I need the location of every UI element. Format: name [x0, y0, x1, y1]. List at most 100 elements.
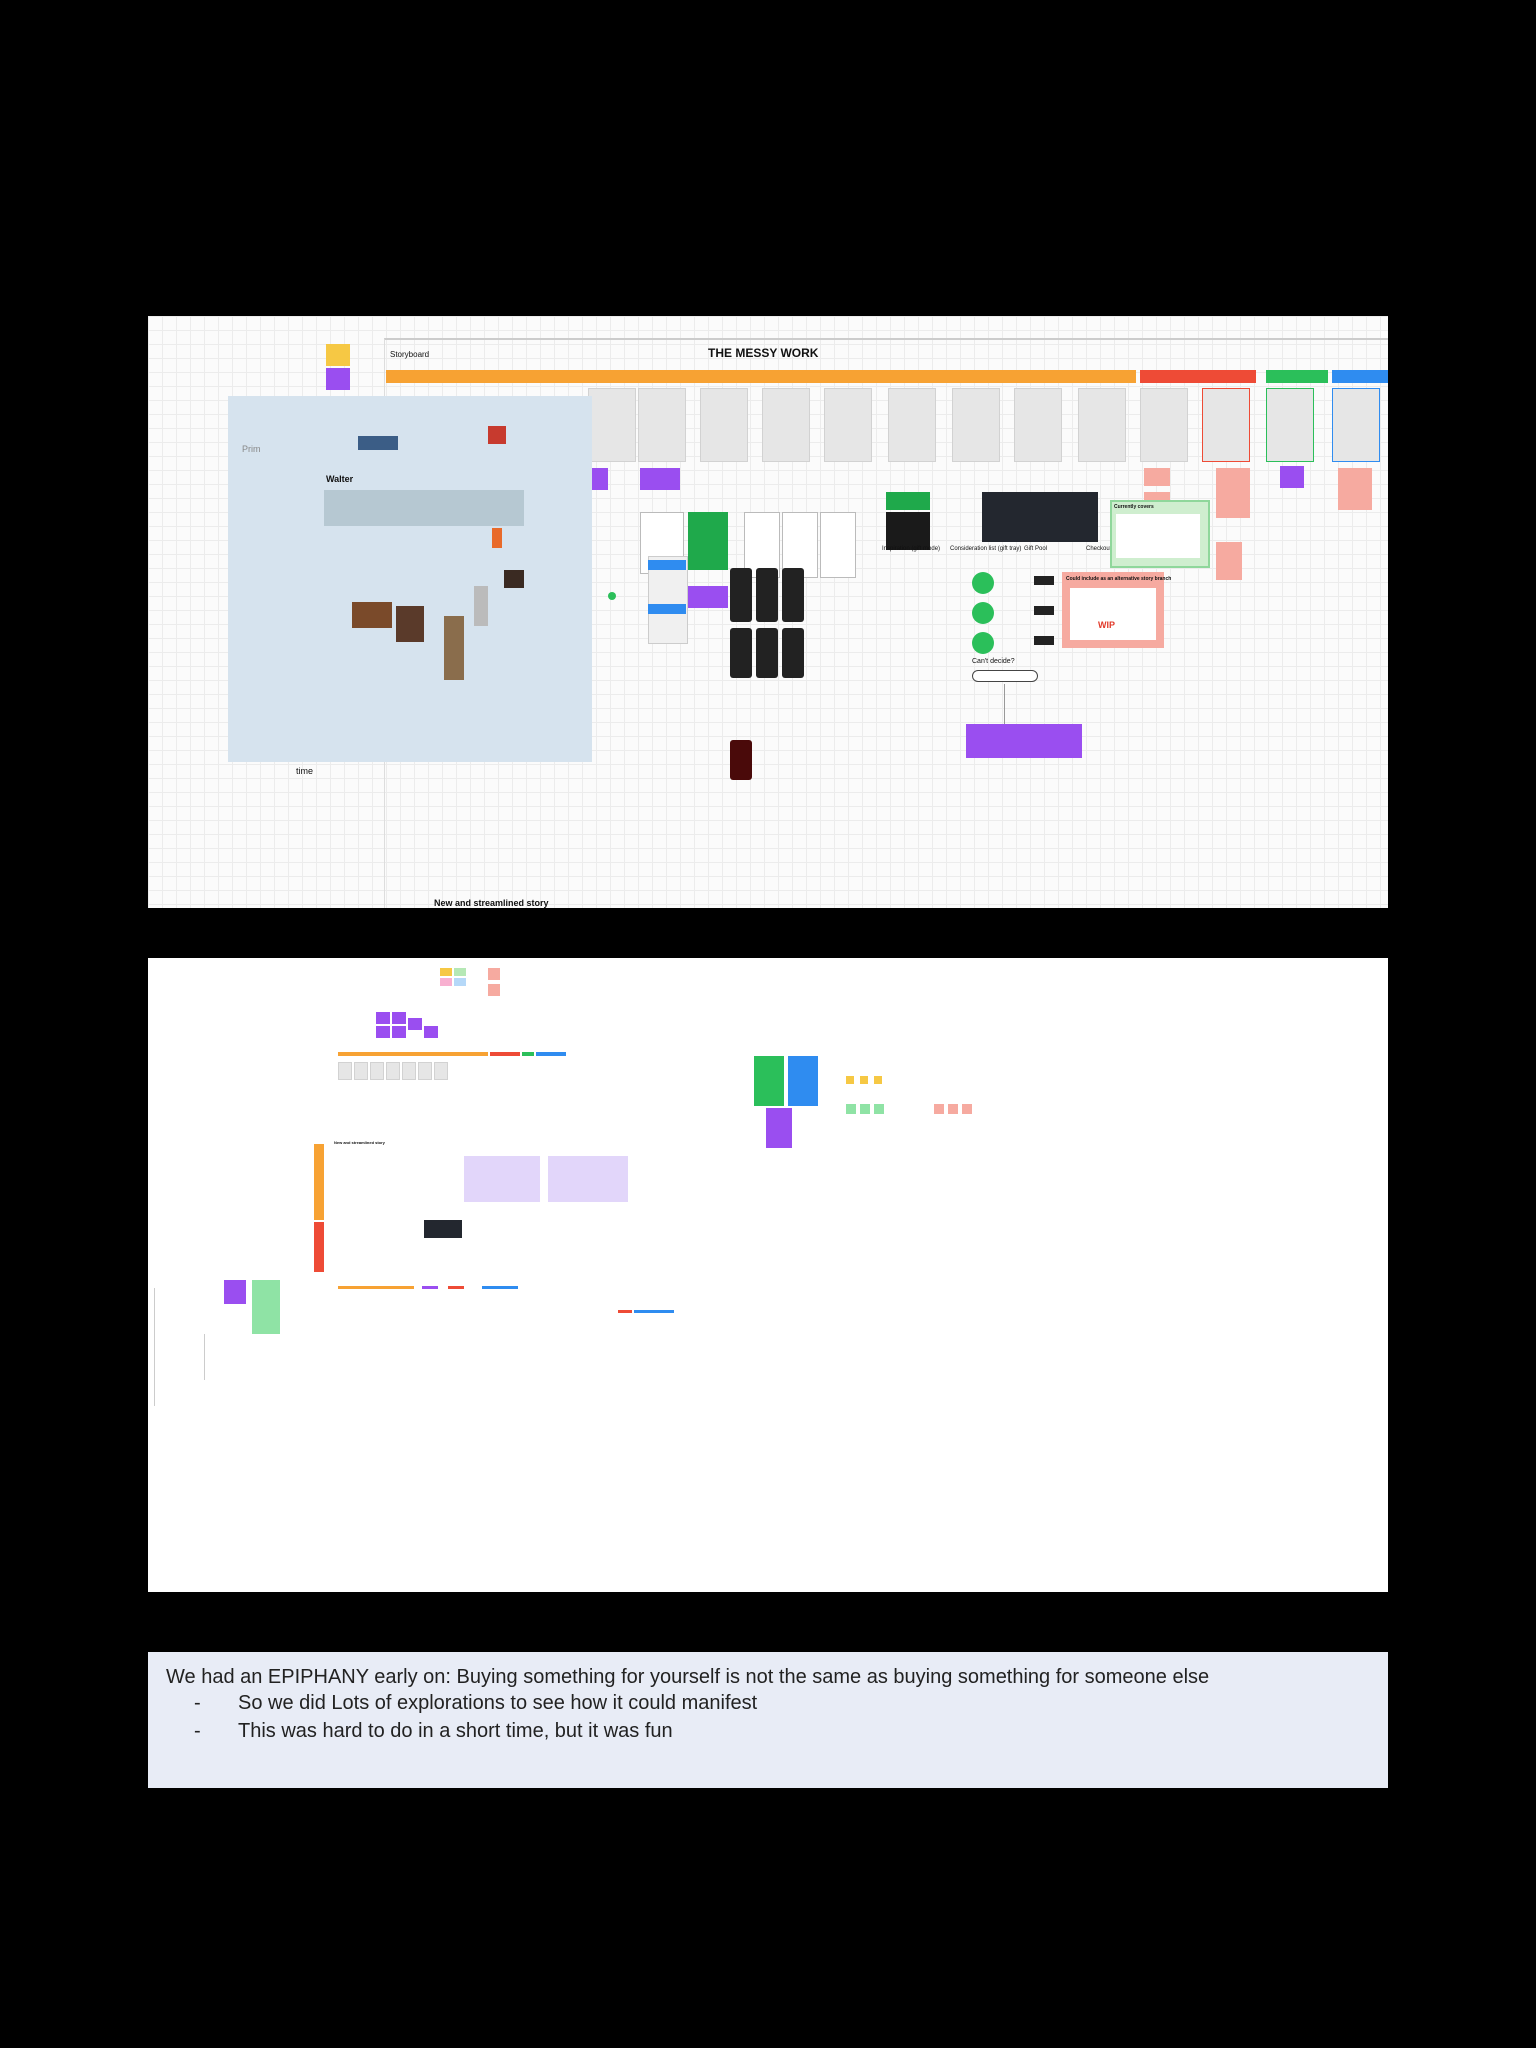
sticky-note[interactable]	[1216, 468, 1250, 518]
sticky-note[interactable]	[1144, 468, 1170, 486]
sticky-note[interactable]	[1338, 468, 1372, 510]
strip[interactable]	[314, 1222, 324, 1272]
photo-thumb[interactable]	[474, 586, 488, 626]
sticky-note[interactable]	[860, 1104, 870, 1114]
sticky-note[interactable]	[392, 1026, 406, 1038]
story-frame[interactable]	[1078, 388, 1126, 462]
walter-strip[interactable]	[324, 490, 524, 526]
mockup-card[interactable]	[744, 512, 780, 578]
sticky-note[interactable]	[376, 1012, 390, 1024]
sticky-note[interactable]	[874, 1104, 884, 1114]
story-frame[interactable]	[824, 388, 872, 462]
phase-bar-red[interactable]	[618, 1310, 632, 1313]
photo-thumb[interactable]	[396, 606, 424, 642]
phase-bar-orange[interactable]	[338, 1052, 488, 1056]
sticky-note[interactable]	[392, 1012, 406, 1024]
sticky-note[interactable]	[874, 1076, 882, 1084]
whiteboard-bottom[interactable]: New and streamlined story	[148, 958, 1388, 1592]
sticky-note[interactable]	[846, 1104, 856, 1114]
phase-bar-blue[interactable]	[482, 1286, 518, 1289]
story-frame[interactable]	[700, 388, 748, 462]
sticky-note[interactable]	[1280, 466, 1304, 488]
sticky-note[interactable]	[934, 1104, 944, 1114]
sticky-note[interactable]	[948, 1104, 958, 1114]
phase-bar-blue[interactable]	[634, 1310, 674, 1313]
sticky-note[interactable]	[440, 968, 452, 976]
list-block[interactable]	[788, 1056, 818, 1106]
sticky-note[interactable]	[488, 968, 500, 980]
sticky-note[interactable]	[962, 1104, 972, 1114]
phase-bar-blue[interactable]	[1332, 370, 1388, 383]
mockup-card[interactable]	[648, 556, 688, 644]
list-block[interactable]	[766, 1108, 792, 1148]
phase-bar-purple[interactable]	[422, 1286, 438, 1289]
mockup-card[interactable]	[648, 604, 686, 614]
story-frame[interactable]	[402, 1062, 416, 1080]
phone-screen[interactable]	[730, 628, 752, 678]
photo-thumb[interactable]	[352, 602, 392, 628]
story-frame[interactable]	[386, 1062, 400, 1080]
sticky-note[interactable]	[846, 1076, 854, 1084]
photo-thumb[interactable]	[488, 426, 506, 444]
phase-bar-red[interactable]	[1140, 370, 1256, 383]
buy-now-button[interactable]	[1034, 576, 1054, 585]
photo-thumb[interactable]	[358, 436, 398, 450]
phase-bar-blue[interactable]	[536, 1052, 566, 1056]
sticky-note[interactable]	[688, 586, 728, 608]
story-frame[interactable]	[952, 388, 1000, 462]
phone-screen[interactable]	[782, 628, 804, 678]
phone-screen[interactable]	[756, 568, 778, 622]
sticky-note[interactable]	[592, 468, 608, 490]
sticky-note[interactable]	[440, 978, 452, 986]
mockup-card[interactable]	[648, 560, 686, 570]
screenshots-overlay[interactable]	[228, 396, 592, 762]
sticky-note[interactable]	[640, 468, 680, 490]
sticky-note[interactable]	[376, 1026, 390, 1038]
phase-bar-green[interactable]	[522, 1052, 534, 1056]
buy-now-button[interactable]	[1034, 606, 1054, 615]
phone-screen[interactable]	[730, 568, 752, 622]
story-frame[interactable]	[762, 388, 810, 462]
mockup-card[interactable]	[782, 512, 818, 578]
story-frame[interactable]	[1266, 388, 1314, 462]
sticky-note[interactable]	[424, 1026, 438, 1038]
sticky-note[interactable]	[326, 344, 350, 366]
phase-bar-orange[interactable]	[386, 370, 1136, 383]
sticky-note[interactable]	[454, 968, 466, 976]
lavender-box[interactable]	[464, 1156, 540, 1202]
code-screenshot[interactable]	[424, 1220, 462, 1238]
story-frame[interactable]	[1202, 388, 1250, 462]
phase-bar-orange[interactable]	[338, 1286, 414, 1289]
sticky-note[interactable]	[1216, 542, 1242, 580]
purple-card[interactable]	[224, 1280, 246, 1304]
list-block[interactable]	[754, 1056, 784, 1106]
story-frame[interactable]	[338, 1062, 352, 1080]
story-frame[interactable]	[1140, 388, 1188, 462]
story-frame[interactable]	[418, 1062, 432, 1080]
mockup-card[interactable]	[820, 512, 856, 578]
phone-screen[interactable]	[730, 740, 752, 780]
sticky-note[interactable]	[860, 1076, 868, 1084]
story-frame[interactable]	[370, 1062, 384, 1080]
phase-bar-red[interactable]	[490, 1052, 520, 1056]
sticky-note[interactable]	[488, 984, 500, 996]
story-frame[interactable]	[354, 1062, 368, 1080]
story-frame[interactable]	[888, 388, 936, 462]
phone-screen[interactable]	[756, 628, 778, 678]
photo-thumb[interactable]	[504, 570, 524, 588]
phone-screen[interactable]	[782, 568, 804, 622]
story-frame[interactable]	[638, 388, 686, 462]
mockup-card[interactable]	[886, 492, 930, 510]
purple-card[interactable]	[966, 724, 1082, 758]
cant-decide-pill[interactable]	[972, 670, 1038, 682]
mockup-card[interactable]	[886, 512, 930, 550]
phase-bar-green[interactable]	[1266, 370, 1328, 383]
strip[interactable]	[314, 1144, 324, 1220]
gift-circle[interactable]	[972, 602, 994, 624]
story-frame[interactable]	[1014, 388, 1062, 462]
whiteboard-top[interactable]: Storyboard THE MESSY WORK Prim Walter	[148, 316, 1388, 908]
gift-circle[interactable]	[972, 572, 994, 594]
sticky-note[interactable]	[326, 368, 350, 390]
lavender-box[interactable]	[548, 1156, 628, 1202]
sticky-note[interactable]	[408, 1018, 422, 1030]
